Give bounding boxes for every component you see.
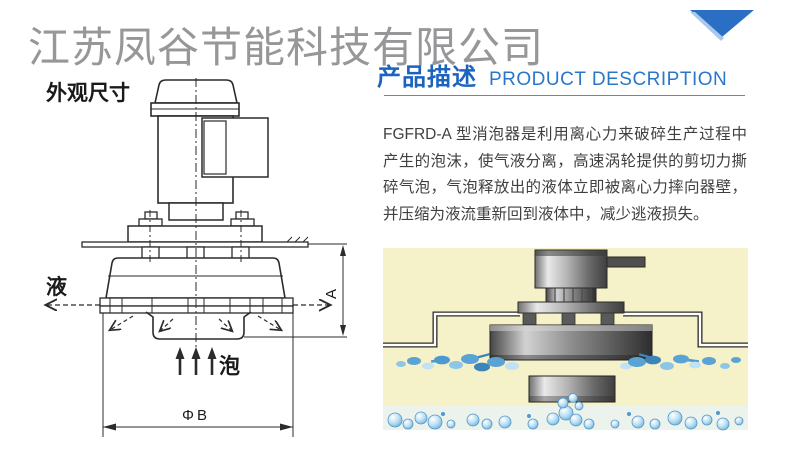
down-triangle-icon (690, 10, 754, 41)
dim-a-label: A (323, 289, 340, 299)
section-title-en: PRODUCT DESCRIPTION (489, 69, 728, 90)
company-title: 江苏凤谷节能科技有限公司 (28, 24, 545, 71)
tank-plate (383, 311, 748, 348)
section-divider (384, 95, 745, 96)
shaft-neck (545, 287, 597, 303)
diagram-title: 外观尺寸 (46, 81, 130, 105)
water-splash (396, 352, 741, 372)
liquid-label: 液 (46, 275, 67, 299)
section-title-cn: 产品描述 (377, 64, 477, 91)
dim-b-label: ΦB (182, 407, 210, 424)
dimension-diagram: 外观尺寸 (0, 78, 347, 437)
foam-bubbles (387, 393, 744, 431)
product-description-text: FGFRD-A 型消泡器是利用离心力来破碎生产过程中产生的泡沫，使气液分离，高速… (383, 126, 747, 223)
product-photo (383, 248, 748, 431)
foam-label: 泡 (219, 354, 240, 378)
top-flange (517, 301, 625, 314)
section-header: 产品描述 PRODUCT DESCRIPTION (377, 57, 748, 92)
